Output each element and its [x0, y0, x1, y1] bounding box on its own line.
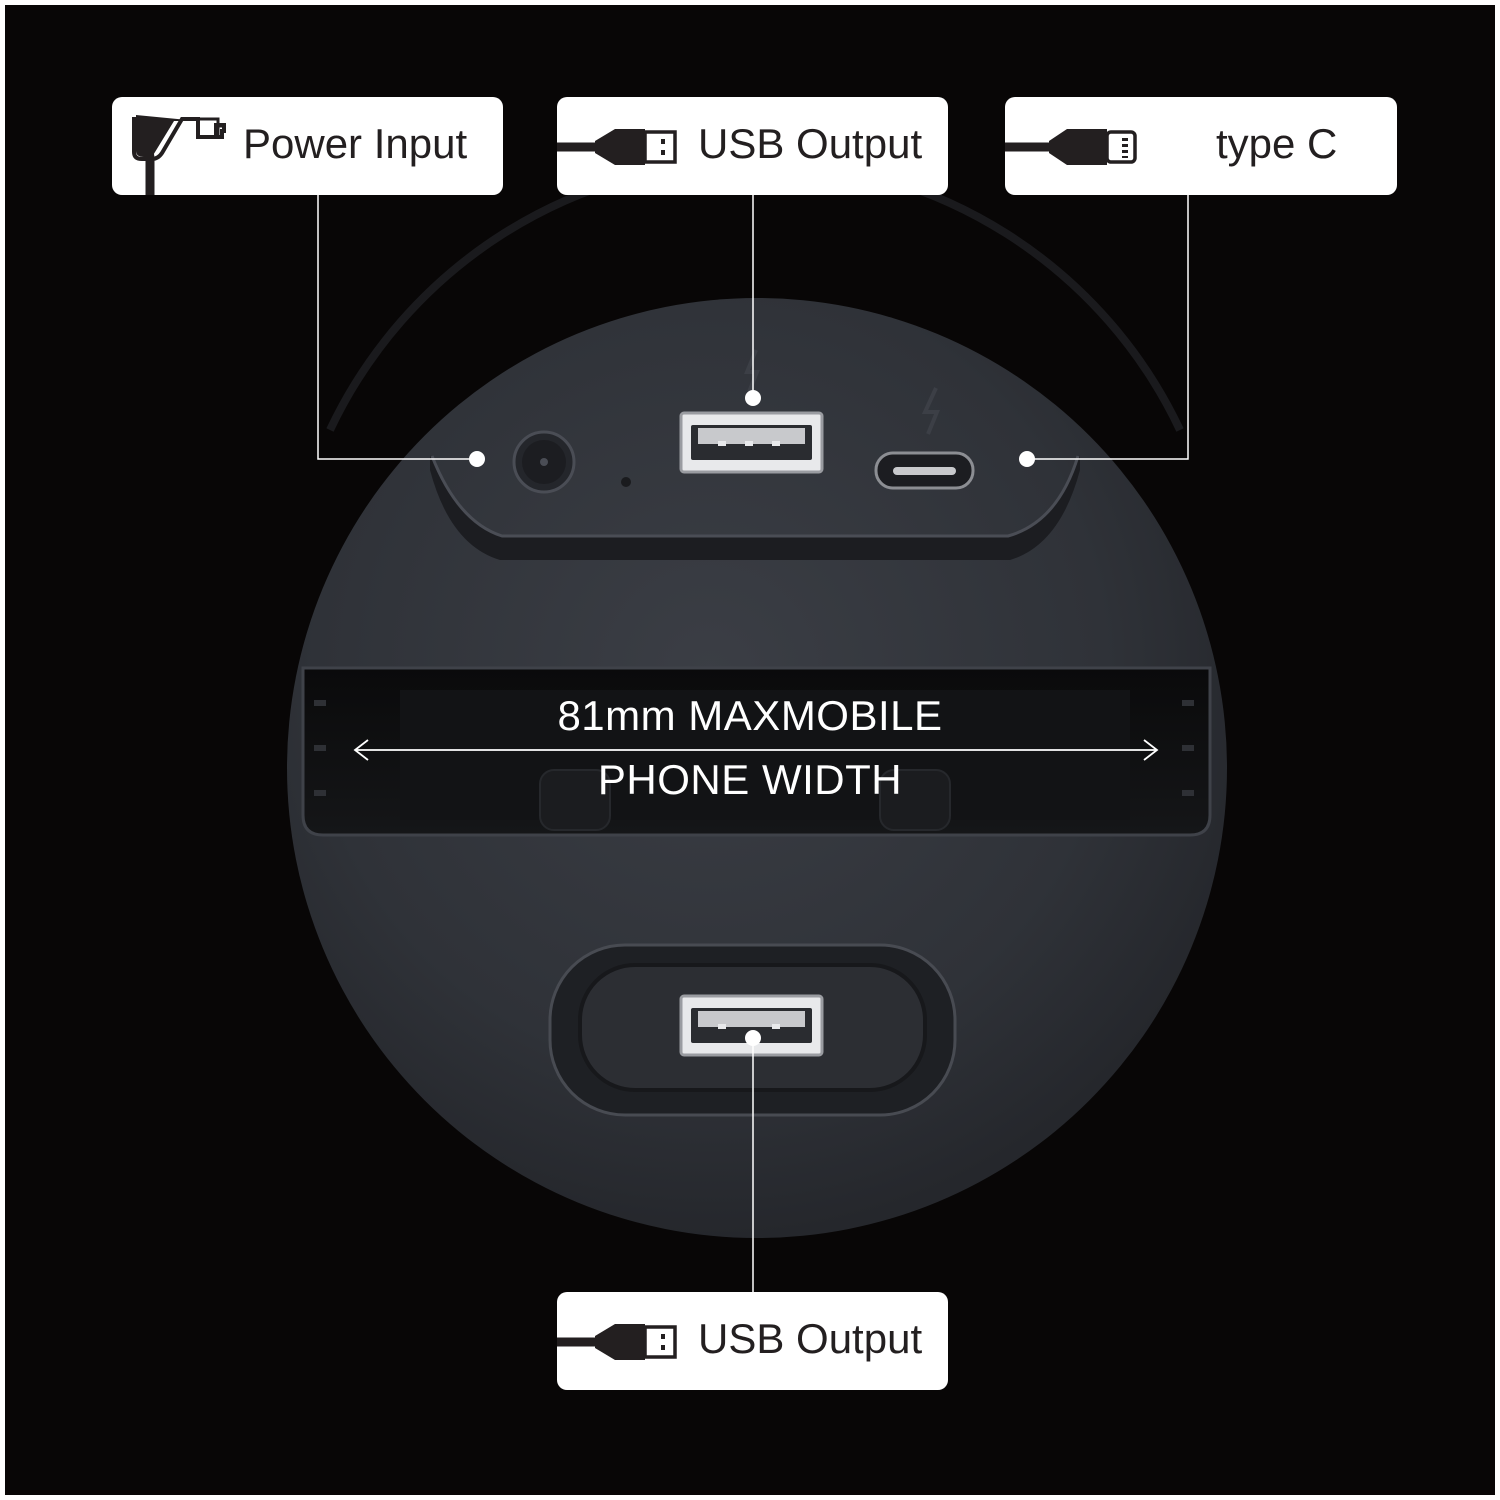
usb-output-top-label: USB Output — [698, 120, 923, 167]
callout-power-input: Power Input — [112, 97, 503, 195]
width-dimension-arrow — [353, 739, 1159, 761]
usb-a-port-top — [679, 411, 824, 474]
dimension-line-1: 81mm MAXMOBILE — [557, 692, 943, 739]
phone-slot — [301, 666, 1212, 837]
usb-c-port — [874, 451, 975, 490]
leader-dots — [469, 390, 1035, 1046]
dc-jack — [512, 430, 576, 494]
callout-usb-output-bottom: USB Output — [557, 1292, 948, 1390]
top-port-panel — [430, 455, 1080, 560]
usb-output-bottom-label: USB Output — [698, 1315, 923, 1362]
indicator-hole — [621, 477, 631, 487]
dimension-line-2: PHONE WIDTH — [597, 756, 903, 803]
callout-type-c: type C — [1005, 97, 1397, 195]
usb-a-port-bottom — [679, 994, 824, 1057]
type-c-label: type C — [1216, 120, 1338, 167]
callout-usb-output-top: USB Output — [557, 97, 948, 195]
usb-a-cable-icon — [557, 129, 677, 165]
usb-c-cable-icon — [1005, 129, 1137, 165]
leader-power-input — [317, 195, 477, 460]
leader-lines — [317, 195, 1189, 1294]
power-input-label: Power Input — [243, 120, 468, 167]
usb-a-cable-icon — [557, 1324, 677, 1360]
leader-type-c — [1027, 195, 1189, 460]
dc-barrel-plug-icon — [132, 115, 226, 195]
